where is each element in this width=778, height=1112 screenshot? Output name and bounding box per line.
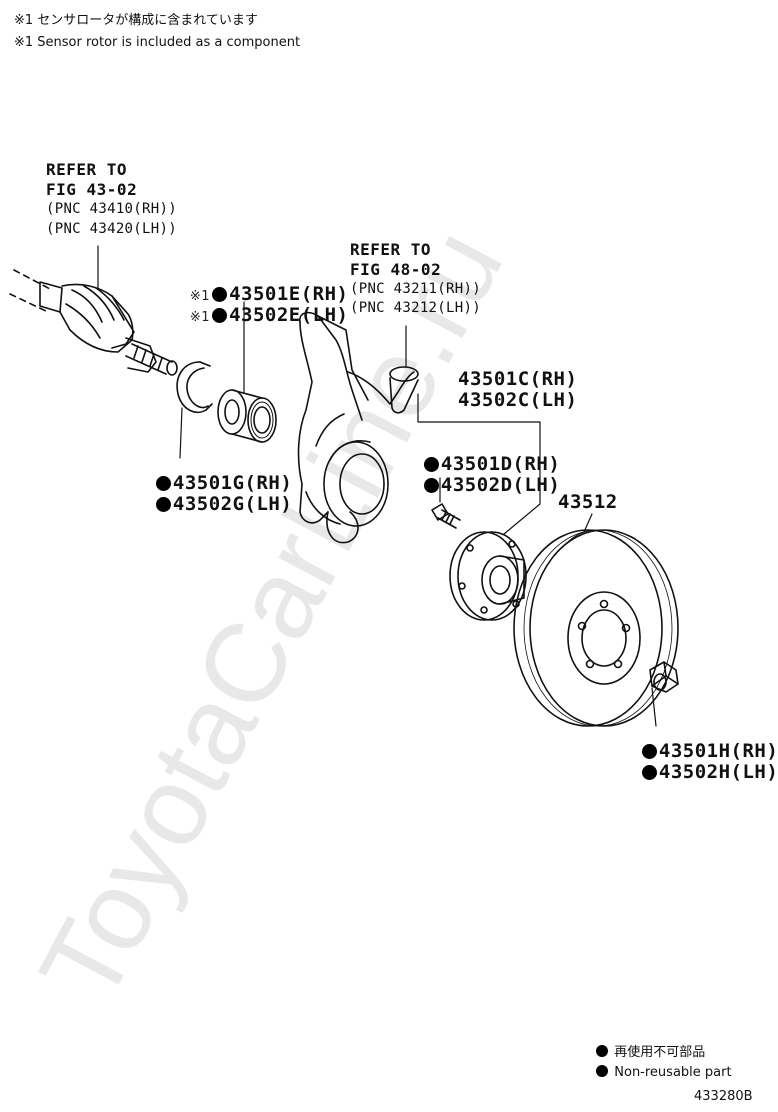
part-label-hub-lh[interactable]: 43502C(LH) xyxy=(458,389,578,411)
part-number: 43501H(RH) xyxy=(658,740,778,762)
non-reusable-dot-icon xyxy=(155,497,171,512)
knuckle-ref-line3: (PNC 43211(RH)) xyxy=(350,281,481,297)
knuckle-ref-line4: (PNC 43212(LH)) xyxy=(350,300,481,316)
part-number: 43501E(RH) xyxy=(229,283,349,305)
non-reusable-dot-icon xyxy=(212,308,228,323)
part-label-hub-bolt-rh[interactable]: 43501D(RH) xyxy=(400,436,560,474)
part-number: 43502G(LH) xyxy=(172,493,293,515)
part-label-nut-lh[interactable]: 43502H(LH) xyxy=(618,744,778,782)
part-number: 43501G(RH) xyxy=(172,472,293,494)
bearing-illustration xyxy=(217,301,277,443)
part-label-disc[interactable]: 43512 xyxy=(558,491,618,513)
legend-non-reusable-jp: 再使用不可部品 xyxy=(588,1032,705,1059)
part-number: 43502E(LH) xyxy=(229,304,349,326)
part-label-hub-bolt-lh[interactable]: 43502D(LH) xyxy=(400,457,560,495)
part-label-bearing-rh[interactable]: ※1 43501E(RH) xyxy=(166,266,348,304)
snap-ring-illustration xyxy=(176,361,213,459)
part-number: 43501D(RH) xyxy=(440,453,561,475)
non-reusable-dot-icon xyxy=(641,765,657,780)
non-reusable-dot-icon xyxy=(641,744,657,759)
drive-shaft-illustration xyxy=(9,245,178,376)
non-reusable-dot-icon xyxy=(596,1045,609,1057)
part-label-bearing-lh[interactable]: ※1 43502E(LH) xyxy=(166,287,348,325)
drive-shaft-ref-line3: (PNC 43410(RH)) xyxy=(46,201,177,217)
part-label-nut-rh[interactable]: 43501H(RH) xyxy=(618,723,778,761)
drive-shaft-ref-line2: FIG 43-02 xyxy=(46,180,138,199)
part-label-snap-ring-lh[interactable]: 43502G(LH) xyxy=(132,476,292,514)
non-reusable-dot-icon xyxy=(596,1065,609,1077)
non-reusable-dot-icon xyxy=(155,476,171,491)
hub-nut-illustration xyxy=(649,661,679,727)
hub-bolt-illustration xyxy=(431,477,461,529)
non-reusable-dot-icon xyxy=(212,287,228,302)
part-label-snap-ring-rh[interactable]: 43501G(RH) xyxy=(132,455,292,493)
sensor-rotor-note-jp: ※1 センサロータが構成に含まれています xyxy=(14,13,258,28)
sensor-rotor-note-en: ※1 Sensor rotor is included as a compone… xyxy=(14,35,301,50)
axle-hub-illustration xyxy=(417,393,541,621)
part-number: 43502H(LH) xyxy=(658,761,778,783)
disc-rotor-illustration xyxy=(513,513,679,727)
drive-shaft-ref-line4: (PNC 43420(LH)) xyxy=(46,221,177,237)
non-reusable-dot-icon xyxy=(423,457,439,472)
non-reusable-dot-icon xyxy=(423,478,439,493)
part-label-hub-rh[interactable]: 43501C(RH) xyxy=(458,368,578,390)
sensor-rotor-mark: ※1 xyxy=(189,310,211,325)
sensor-rotor-mark: ※1 xyxy=(189,289,211,304)
exploded-parts-drawing xyxy=(9,245,679,727)
drive-shaft-ref-line1: REFER TO xyxy=(46,160,128,179)
figure-code: 433280B xyxy=(694,1089,753,1104)
knuckle-ref-line1: REFER TO xyxy=(350,240,432,259)
part-number: 43502D(LH) xyxy=(440,474,561,496)
legend-non-reusable-en: Non-reusable part xyxy=(588,1052,732,1079)
knuckle-ref-line2: FIG 48-02 xyxy=(350,260,442,279)
steering-knuckle-illustration xyxy=(297,311,419,544)
